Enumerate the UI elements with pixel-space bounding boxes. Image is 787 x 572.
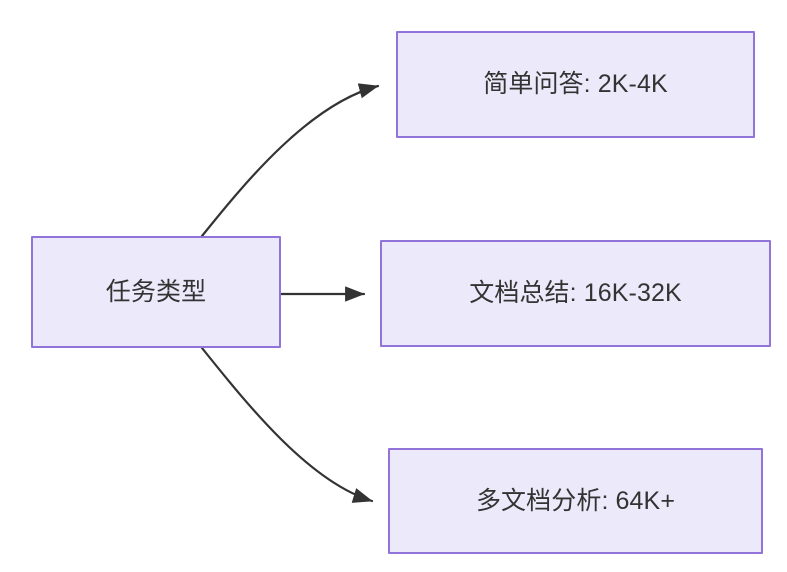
node-simple-qa[interactable]: 简单问答: 2K-4K bbox=[396, 31, 755, 138]
edge-root-to-simple-qa bbox=[200, 83, 380, 238]
node-task-type-label: 任务类型 bbox=[105, 277, 207, 306]
node-doc-summary-label: 文档总结: 16K-32K bbox=[469, 279, 682, 308]
edge-root-to-multi-doc bbox=[200, 346, 374, 503]
node-doc-summary[interactable]: 文档总结: 16K-32K bbox=[380, 240, 771, 347]
node-task-type[interactable]: 任务类型 bbox=[31, 236, 281, 348]
node-simple-qa-label: 简单问答: 2K-4K bbox=[483, 70, 668, 99]
node-multi-doc-label: 多文档分析: 64K+ bbox=[475, 486, 676, 515]
node-multi-doc[interactable]: 多文档分析: 64K+ bbox=[388, 448, 763, 554]
